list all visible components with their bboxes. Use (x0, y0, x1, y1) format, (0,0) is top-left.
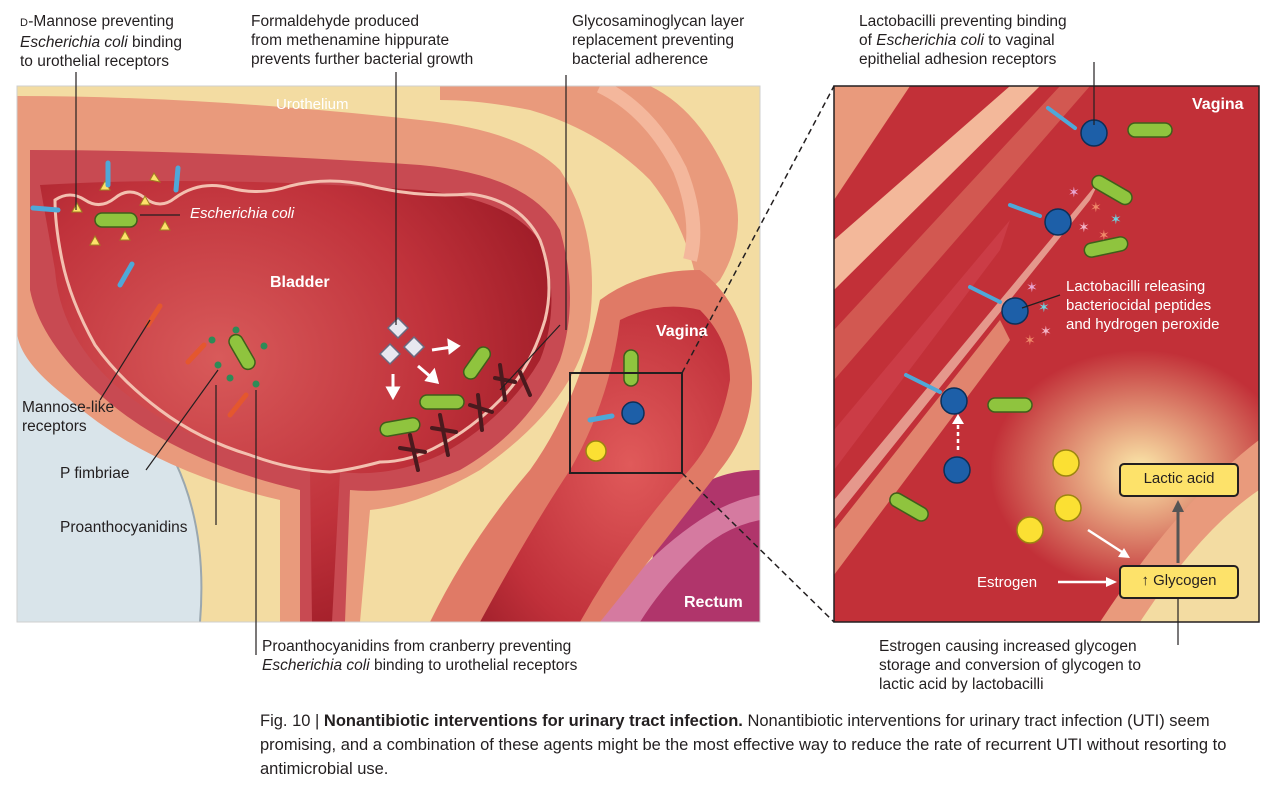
glycogen-molecules (1016, 449, 1082, 544)
svg-text:✶: ✶ (1110, 211, 1122, 227)
lactic-acid-box: Lactic acid (1119, 463, 1239, 497)
estrogen-caption-label: Estrogen causing increased glycogen stor… (879, 638, 1141, 693)
d-mannose-label: D-Mannose preventing Escherichia coli bi… (20, 13, 182, 70)
svg-text:✶: ✶ (1090, 199, 1102, 215)
cranberry-label: Proanthocyanidins from cranberry prevent… (262, 638, 578, 674)
svg-text:✶: ✶ (1040, 323, 1052, 339)
vagina-label-right: Vagina (1192, 96, 1244, 113)
formaldehyde-diamonds (378, 316, 426, 366)
glycogen-box: ↑ Glycogen (1119, 565, 1239, 599)
lactobacilli (940, 119, 1108, 484)
bacteriocidal-stars: ✶ ✶ ✶ ✶ ✶ ✶ ✶ ✶ ✶ (1024, 184, 1122, 348)
formaldehyde-label: Formaldehyde produced from methenamine h… (251, 13, 474, 68)
ecoli-bacteria-right (889, 122, 1173, 522)
estrogen-label: Estrogen (977, 574, 1038, 591)
zoom-box (569, 372, 683, 474)
proanthocyanidin-dots (208, 326, 268, 388)
ecoli-bacteria-left (94, 212, 639, 438)
svg-text:✶: ✶ (1068, 184, 1080, 200)
mannose-receptors-orange (145, 303, 249, 418)
svg-text:✶: ✶ (1026, 279, 1038, 295)
lactobacilli-binding-label: Lactobacilli preventing binding of Esche… (859, 13, 1067, 68)
vaginal-receptors (904, 106, 1077, 394)
mannose-receptors-label: Mannose-like receptors (22, 399, 115, 435)
svg-text:✶: ✶ (1078, 219, 1090, 235)
formaldehyde-arrows (385, 338, 461, 401)
mannose-receptors-blue (30, 160, 615, 423)
leader-lines (75, 62, 1179, 655)
bladder-panel (17, 86, 760, 622)
svg-text:✶: ✶ (1038, 299, 1050, 315)
proanthocyanidins-label: Proanthocyanidins (60, 519, 188, 536)
rectum-label: Rectum (684, 594, 743, 611)
svg-text:✶: ✶ (1024, 332, 1036, 348)
vagina-zoom-panel: ✶ ✶ ✶ ✶ ✶ ✶ ✶ ✶ ✶ (834, 86, 1259, 622)
bladder-label: Bladder (270, 274, 330, 291)
lactobacilli-releasing-label: Lactobacilli releasing bacteriocidal pep… (1066, 278, 1220, 333)
svg-text:✶: ✶ (1098, 227, 1110, 243)
vagina-label-left: Vagina (656, 323, 708, 340)
p-fimbriae-label: P fimbriae (60, 465, 130, 482)
urothelium-label: Urothelium (276, 96, 349, 113)
ecoli-label: Escherichia coli (190, 205, 295, 222)
d-mannose-triangles (71, 172, 171, 246)
figure-caption: Fig. 10 | Nonantibiotic interventions fo… (260, 712, 1227, 778)
gag-label: Glycosaminoglycan layer replacement prev… (572, 13, 745, 68)
gag-layer (398, 363, 532, 472)
